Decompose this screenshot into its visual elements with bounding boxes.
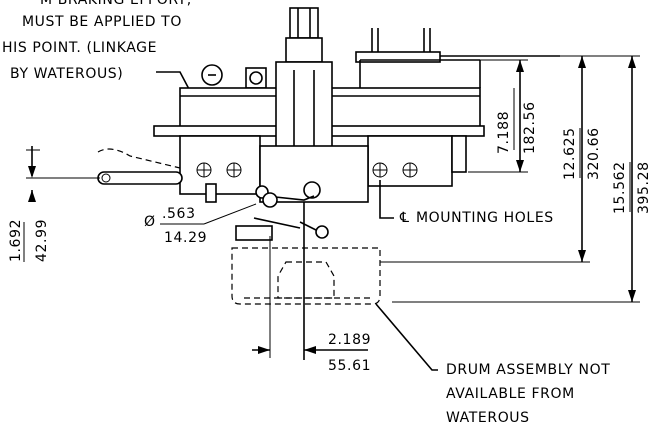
top-nut — [289, 7, 319, 39]
left-mount-block — [179, 135, 261, 195]
pivot-right — [303, 181, 321, 199]
dim-15562: 15.562 395.28 — [392, 55, 652, 303]
centerline-symbol: ℄ — [399, 210, 410, 226]
note-line-2: MUST BE APPLIED TO — [22, 14, 182, 30]
top-stem — [285, 37, 323, 63]
dim-12625-in: 12.625 — [562, 127, 578, 180]
yoke — [235, 225, 273, 241]
mounting-holes-callout: ℄ MOUNTING HOLES — [379, 180, 554, 226]
dim-563: Ø .563 14.29 — [144, 203, 257, 246]
lever-ghost — [97, 148, 181, 169]
clevis-pin — [262, 192, 278, 208]
drum-note-line-1: DRUM ASSEMBLY NOT — [446, 362, 610, 378]
right-mount-block — [367, 135, 453, 187]
dim-7188-mm: 182.56 — [522, 101, 538, 154]
dim-2189-in: 2.189 — [328, 332, 371, 348]
dim-15562-in: 15.562 — [612, 161, 628, 214]
top-bracket — [355, 51, 441, 63]
drum-note-callout: DRUM ASSEMBLY NOT AVAILABLE FROM WATEROU… — [375, 303, 610, 426]
dim-2189-mm: 55.61 — [328, 358, 371, 374]
dim-1692-in: 1.692 — [8, 219, 24, 262]
mounting-holes-label: MOUNTING HOLES — [416, 210, 554, 226]
dim-12625-mm: 320.66 — [586, 127, 602, 180]
dim-7188: 7.188 182.56 — [468, 59, 538, 173]
drum-note-line-2: AVAILABLE FROM — [446, 386, 575, 402]
dim-12625: 12.625 320.66 — [380, 55, 602, 263]
dim-563-symbol: Ø — [144, 214, 156, 230]
dim-7188-in: 7.188 — [496, 111, 512, 154]
dim-1692: 1.692 42.99 — [8, 146, 100, 262]
note-line-3: HIS POINT. (LINKAGE — [2, 40, 157, 56]
dim-563-mm: 14.29 — [164, 230, 207, 246]
note-line-4: BY WATEROUS) — [10, 66, 123, 82]
dim-2189: 2.189 55.61 — [252, 236, 371, 374]
dim-15562-mm: 395.28 — [636, 161, 652, 214]
drum-assembly-outline — [231, 247, 381, 305]
braking-effort-note: M BRAKING EFFORT, MUST BE APPLIED TO HIS… — [2, 0, 239, 183]
drum-note-line-3: WATEROUS — [446, 410, 530, 426]
operating-lever — [97, 171, 183, 185]
note-line-1: M BRAKING EFFORT, — [40, 0, 192, 8]
dim-1692-mm: 42.99 — [34, 219, 50, 262]
dim-563-in: .563 — [162, 206, 196, 222]
brake-actuator-body — [97, 7, 560, 360]
